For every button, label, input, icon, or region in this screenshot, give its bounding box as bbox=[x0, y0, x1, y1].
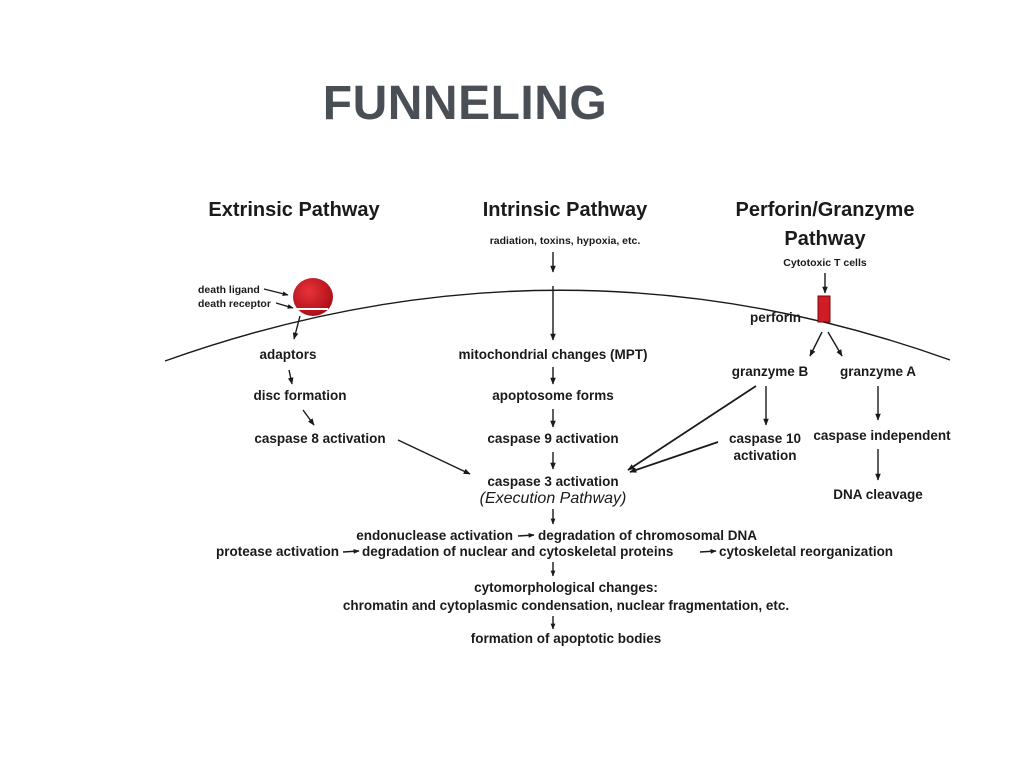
extrinsic-header: Extrinsic Pathway bbox=[208, 199, 380, 221]
perforin-pore-icon bbox=[817, 295, 831, 323]
death-receptor-icon bbox=[293, 278, 333, 316]
slide-title: FUNNELING bbox=[0, 76, 1024, 131]
caspase3-label: caspase 3 activation bbox=[487, 474, 618, 489]
protease-label: protease activation bbox=[216, 544, 339, 559]
cytomorphological-label-line2: chromatin and cytoplasmic condensation, … bbox=[343, 598, 789, 613]
intrinsic-header: Intrinsic Pathway bbox=[483, 199, 648, 221]
cytotoxic-t-cells-label: Cytotoxic T cells bbox=[783, 257, 867, 269]
perforin-header-line1: Perforin/Granzyme bbox=[736, 199, 915, 221]
caspase8-label: caspase 8 activation bbox=[254, 431, 385, 446]
cytomorphological-label-line1: cytomorphological changes: bbox=[474, 580, 658, 595]
caspase10-label-line2: activation bbox=[733, 448, 796, 463]
granzyme-a-label: granzyme A bbox=[840, 364, 916, 379]
apoptotic-bodies-label: formation of apoptotic bodies bbox=[471, 631, 662, 646]
chromosomal-dna-label: degradation of chromosomal DNA bbox=[538, 528, 757, 543]
caspase-independent-label: caspase independent bbox=[813, 428, 951, 443]
slide-title-text: FUNNELING bbox=[322, 77, 608, 130]
caspase10-label-line1: caspase 10 bbox=[729, 431, 801, 446]
perforin-header-line2: Pathway bbox=[784, 228, 866, 250]
cytoskeletal-reorganization-label: cytoskeletal reorganization bbox=[719, 544, 893, 559]
nuclear-proteins-label: degradation of nuclear and cytoskeletal … bbox=[362, 544, 673, 559]
death-ligand-label: death ligand bbox=[198, 284, 260, 296]
adaptors-label: adaptors bbox=[259, 347, 316, 362]
granzyme-b-label: granzyme B bbox=[732, 364, 809, 379]
dna-cleavage-label: DNA cleavage bbox=[833, 487, 923, 502]
mitochondrial-changes-label: mitochondrial changes (MPT) bbox=[458, 347, 647, 362]
intrinsic-trigger-label: radiation, toxins, hypoxia, etc. bbox=[490, 235, 641, 247]
perforin-label: perforin bbox=[750, 310, 801, 325]
endonuclease-label: endonuclease activation bbox=[356, 528, 513, 543]
disc-formation-label: disc formation bbox=[253, 388, 346, 403]
execution-pathway-label: (Execution Pathway) bbox=[480, 490, 627, 507]
apoptosome-label: apoptosome forms bbox=[492, 388, 614, 403]
death-receptor-label: death receptor bbox=[198, 298, 271, 310]
caspase9-label: caspase 9 activation bbox=[487, 431, 618, 446]
cell-membrane-arc bbox=[164, 289, 951, 362]
